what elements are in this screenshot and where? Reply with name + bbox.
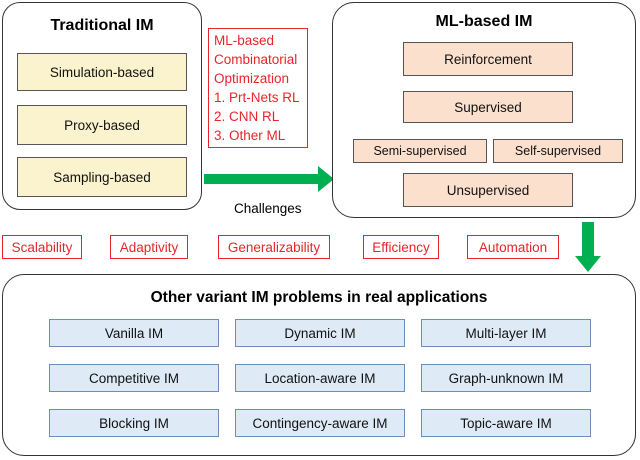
variant-graph-unknown-im: Graph-unknown IM bbox=[421, 364, 591, 392]
ml-combinatorial-optimization-box: ML-based Combinatorial Optimization 1. P… bbox=[208, 28, 308, 148]
variant-blocking-im: Blocking IM bbox=[49, 409, 219, 437]
sampling-based-box: Sampling-based bbox=[17, 157, 187, 197]
right-arrow bbox=[204, 166, 334, 192]
variant-contingency-aware-im: Contingency-aware IM bbox=[235, 409, 405, 437]
variant-im-title: Other variant IM problems in real applic… bbox=[150, 289, 488, 306]
ml-combo-line-2: Combinatorial bbox=[214, 52, 298, 67]
ml-based-im-title: ML-based IM bbox=[435, 13, 533, 30]
ml-combo-line-4: 1. Prt-Nets RL bbox=[214, 90, 300, 105]
simulation-based-box: Simulation-based bbox=[17, 53, 187, 91]
variant-competitive-im: Competitive IM bbox=[49, 364, 219, 392]
variant-location-aware-im: Location-aware IM bbox=[235, 364, 405, 392]
semi-supervised-box: Semi-supervised bbox=[353, 139, 487, 163]
variant-topic-aware-im: Topic-aware IM bbox=[421, 409, 591, 437]
variant-im-panel: Other variant IM problems in real applic… bbox=[2, 274, 636, 456]
reinforcement-box: Reinforcement bbox=[403, 42, 573, 76]
ml-combo-line-6: 3. Other ML bbox=[214, 128, 286, 143]
traditional-im-title: Traditional IM bbox=[50, 17, 154, 34]
variant-multi-layer-im: Multi-layer IM bbox=[421, 319, 591, 347]
challenge-scalability: Scalability bbox=[2, 235, 82, 259]
ml-based-im-panel: ML-based IM Reinforcement Supervised Sem… bbox=[332, 2, 636, 218]
self-supervised-box: Self-supervised bbox=[493, 139, 623, 163]
variant-dynamic-im: Dynamic IM bbox=[235, 319, 405, 347]
unsupervised-box: Unsupervised bbox=[403, 173, 573, 207]
challenge-generalizability: Generalizability bbox=[218, 235, 330, 259]
down-arrow bbox=[575, 222, 601, 272]
ml-combo-line-3: Optimization bbox=[214, 71, 290, 86]
challenge-automation: Automation bbox=[467, 235, 559, 259]
challenge-efficiency: Efficiency bbox=[363, 235, 439, 259]
supervised-box: Supervised bbox=[403, 91, 573, 123]
challenge-adaptivity: Adaptivity bbox=[110, 235, 188, 259]
variant-vanilla-im: Vanilla IM bbox=[49, 319, 219, 347]
traditional-im-panel: Traditional IM Simulation-based Proxy-ba… bbox=[2, 2, 202, 210]
ml-combo-line-5: 2. CNN RL bbox=[214, 109, 280, 124]
ml-combo-line-1: ML-based bbox=[214, 33, 275, 48]
proxy-based-box: Proxy-based bbox=[17, 105, 187, 145]
challenges-label: Challenges bbox=[234, 201, 302, 216]
